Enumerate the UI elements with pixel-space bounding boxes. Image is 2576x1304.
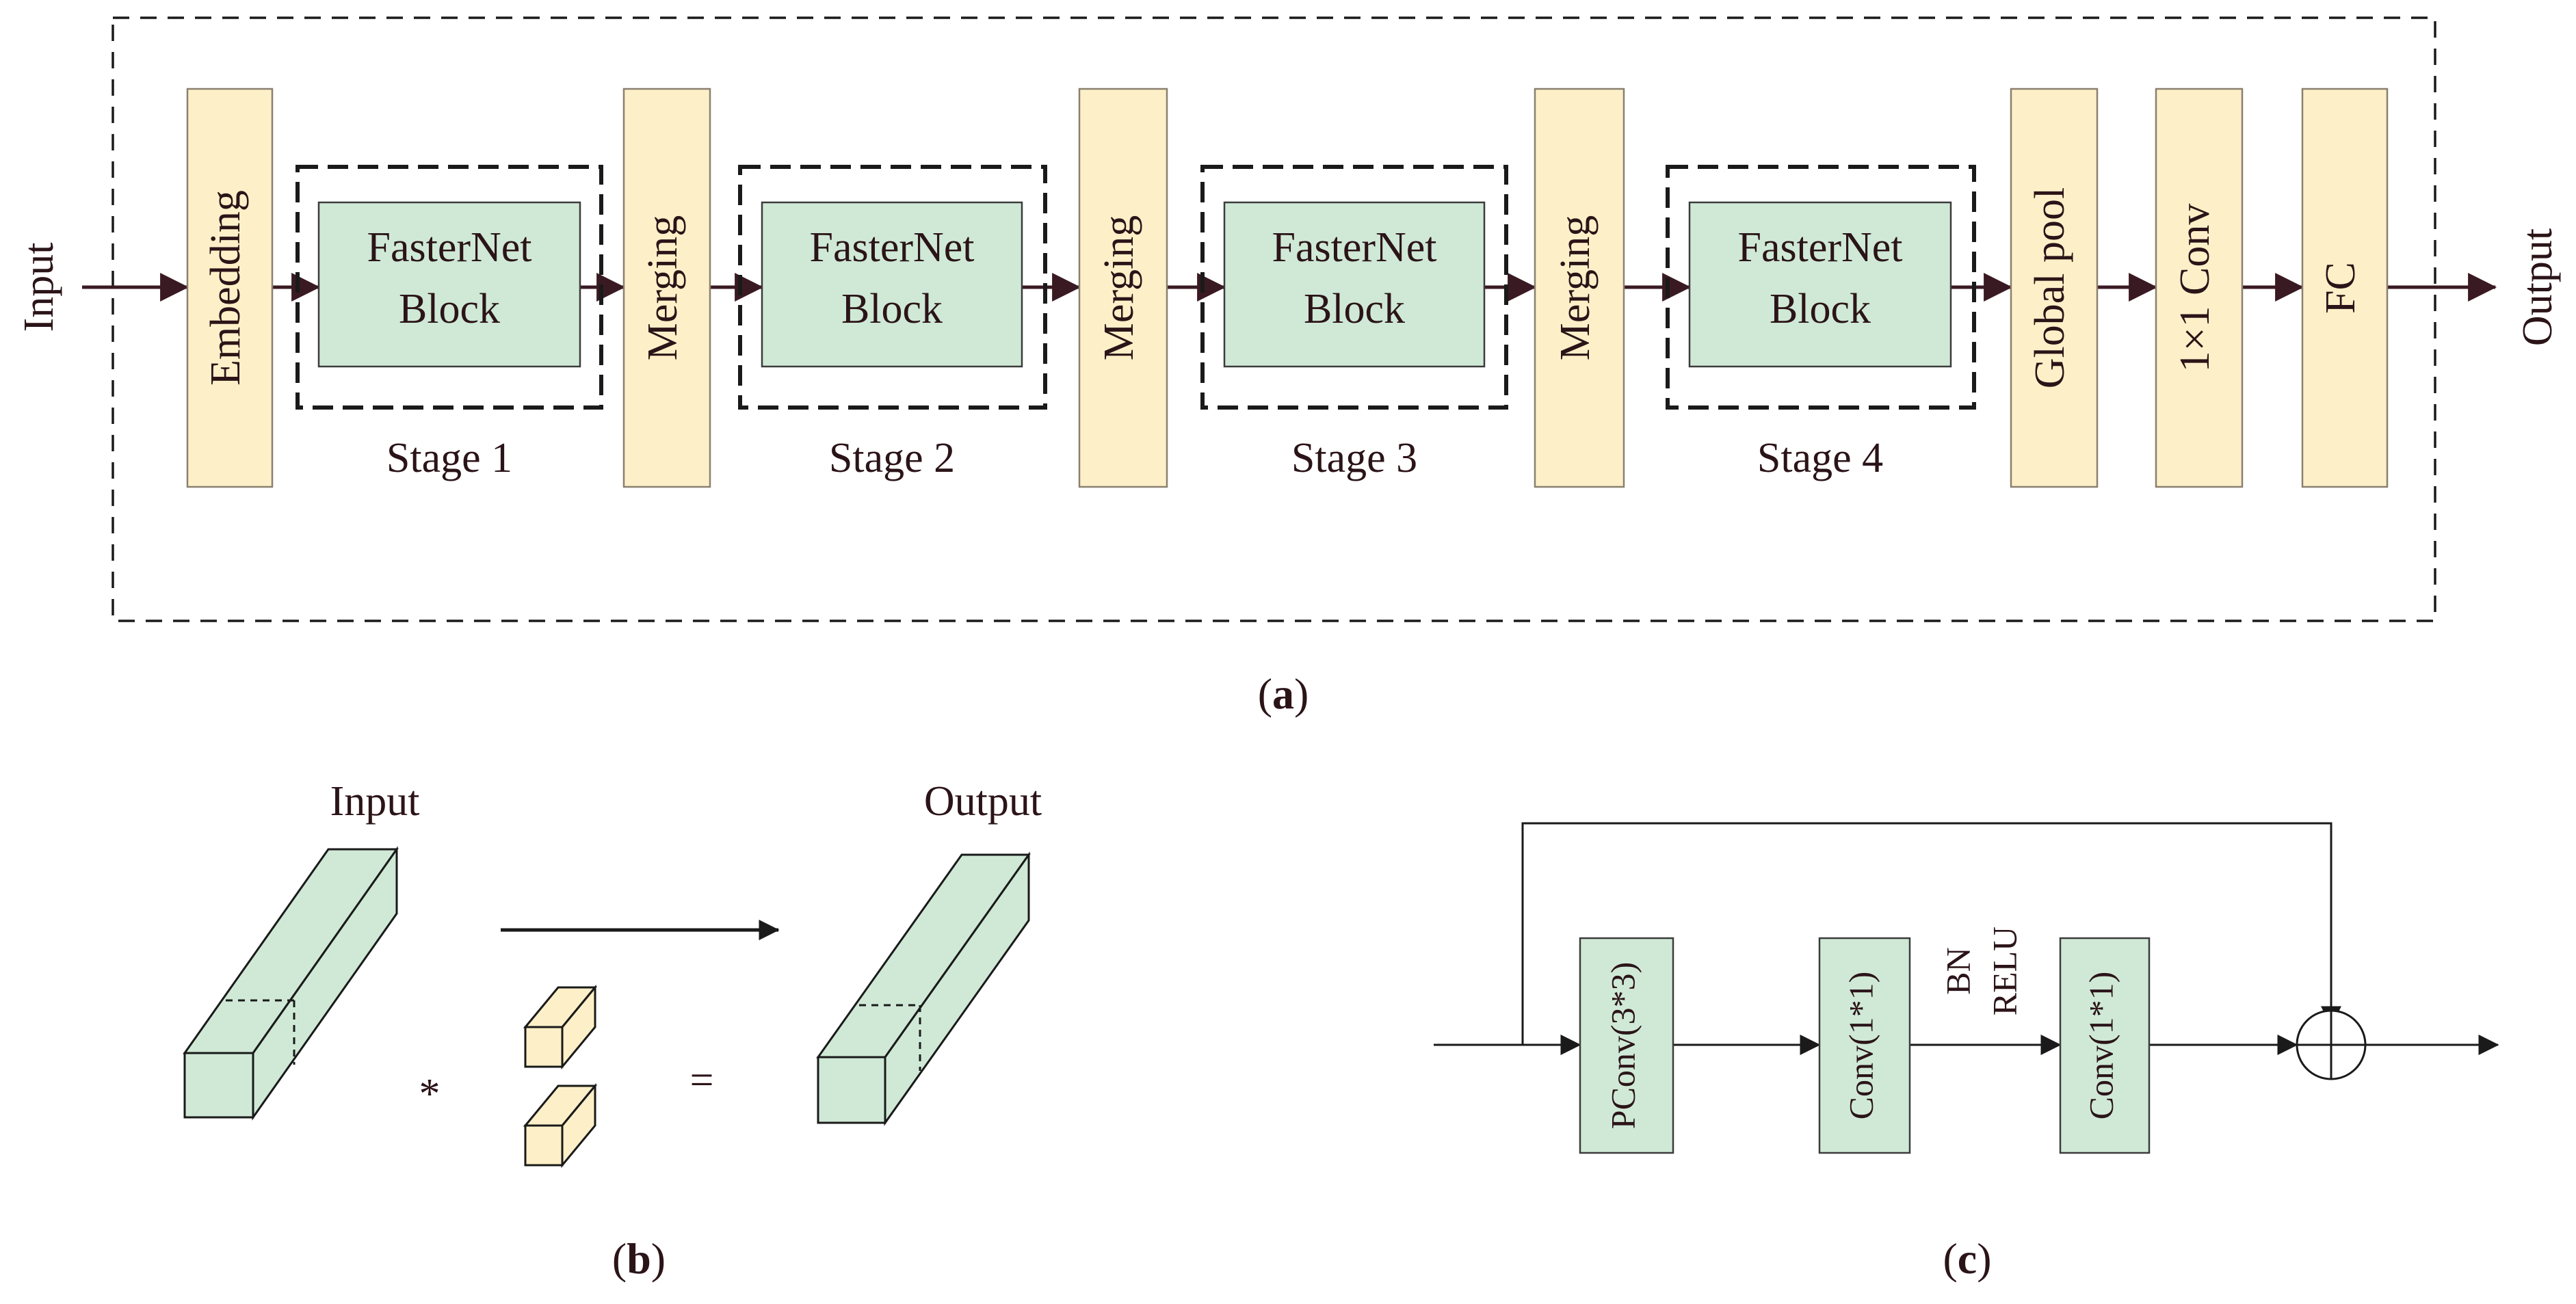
panel-c: PConv(3*3) Conv(1*1) BN RELU Conv(1*1) (… xyxy=(1434,822,2499,1283)
pconv-label: PConv(3*3) xyxy=(1603,962,1642,1129)
conv2-label: Conv(1*1) xyxy=(2081,972,2120,1120)
block-3-line2: Block xyxy=(1304,286,1405,332)
embedding-label: Embedding xyxy=(202,190,249,386)
stage-3: FasterNet Block Stage 3 xyxy=(1200,165,1508,481)
caption-b: (b) xyxy=(612,1234,666,1283)
input-label: Input xyxy=(16,243,62,332)
stage-4-frame xyxy=(1666,165,1976,410)
output-label: Output xyxy=(2514,228,2561,346)
fasternet-block-4 xyxy=(1688,201,1952,368)
stage-1-frame xyxy=(295,165,603,410)
caption-a: (a) xyxy=(1258,669,1309,718)
merging-3-label: Merging xyxy=(1552,215,1599,360)
conv1-label: Conv(1*1) xyxy=(1841,972,1880,1120)
outer-dashed-frame xyxy=(111,16,2436,622)
b-output-label: Output xyxy=(924,778,1042,825)
block-2-line1: FasterNet xyxy=(809,224,974,271)
global-pool-label: Global pool xyxy=(2027,187,2073,388)
conv1-box: Conv(1*1) xyxy=(1818,937,1911,1154)
block-1-line1: FasterNet xyxy=(367,224,531,271)
block-2-line2: Block xyxy=(841,286,943,332)
merging-box-1: Merging xyxy=(622,88,711,488)
bn-label: BN xyxy=(1938,947,1977,994)
embedding-box: Embedding xyxy=(186,88,274,488)
pconv-box: PConv(3*3) xyxy=(1579,937,1674,1154)
relu-label: RELU xyxy=(1985,927,2023,1016)
caption-c: (c) xyxy=(1943,1234,1991,1283)
kernel-cube-1 xyxy=(523,984,598,1070)
kernel-cube-2 xyxy=(523,1082,598,1169)
equals-sign: = xyxy=(690,1057,714,1104)
fc-label: FC xyxy=(2317,262,2364,314)
merging-2-label: Merging xyxy=(1096,215,1142,360)
panel-b: Input Output * = xyxy=(183,778,1042,1283)
merging-box-3: Merging xyxy=(1534,88,1625,488)
fasternet-block-3 xyxy=(1223,201,1486,368)
stage-1: FasterNet Block Stage 1 xyxy=(295,165,603,481)
add-node-icon xyxy=(2296,1009,2367,1080)
conv2-box: Conv(1*1) xyxy=(2059,937,2151,1154)
stage-2-frame xyxy=(738,165,1047,410)
stage-4: FasterNet Block Stage 4 xyxy=(1666,165,1976,481)
output-tensor-cube xyxy=(816,851,1031,1126)
stage-2: FasterNet Block Stage 2 xyxy=(738,165,1047,481)
fc-box: FC xyxy=(2301,88,2389,488)
panel-a: Input Output Embedding FasterNet xyxy=(16,16,2561,718)
stage-4-label: Stage 4 xyxy=(1757,435,1883,481)
convolution-star: * xyxy=(419,1071,441,1117)
block-4-line2: Block xyxy=(1770,286,1871,332)
block-4-line1: FasterNet xyxy=(1737,224,1902,271)
conv-1x1-box: 1×1 Conv xyxy=(2155,88,2244,488)
stage-2-label: Stage 2 xyxy=(829,435,955,481)
block-3-line1: FasterNet xyxy=(1272,224,1436,271)
stage-3-frame xyxy=(1200,165,1508,410)
merging-1-label: Merging xyxy=(640,215,686,360)
conv-1x1-label: 1×1 Conv xyxy=(2172,204,2218,373)
fasternet-block-2 xyxy=(761,201,1023,368)
stage-3-label: Stage 3 xyxy=(1291,435,1417,481)
input-tensor-cube xyxy=(183,846,399,1121)
global-pool-box: Global pool xyxy=(2010,88,2099,488)
fasternet-block-1 xyxy=(317,201,581,368)
stage-1-label: Stage 1 xyxy=(386,435,512,481)
block-1-line2: Block xyxy=(399,286,500,332)
skip-connection xyxy=(1521,822,2341,1045)
merging-box-2: Merging xyxy=(1078,88,1168,488)
b-input-label: Input xyxy=(330,778,420,825)
